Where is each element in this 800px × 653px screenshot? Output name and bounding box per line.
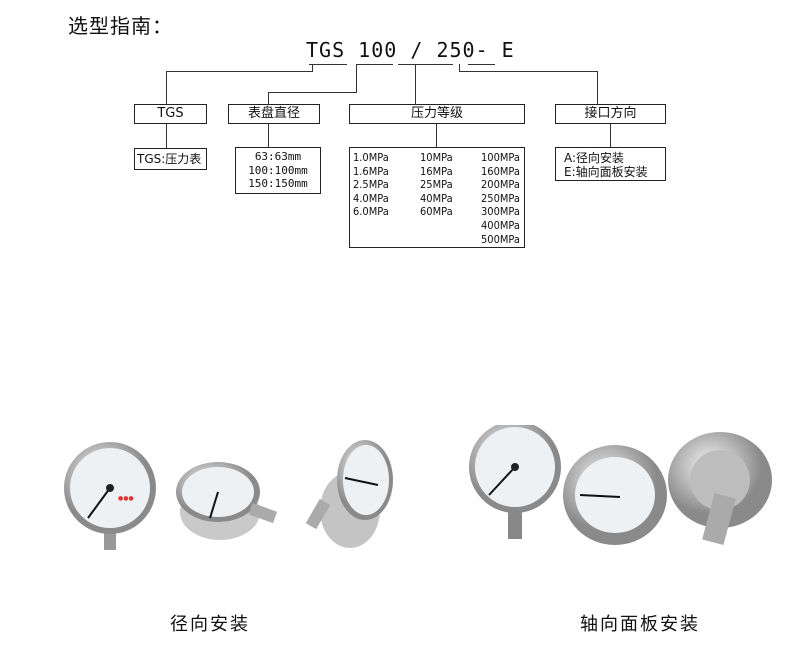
- code-dash: -: [475, 38, 489, 62]
- connector: [436, 124, 437, 148]
- code-slash: /: [410, 38, 424, 62]
- pressure-option: 2.5MPa: [353, 178, 389, 192]
- connector: [166, 71, 167, 104]
- underline: [357, 64, 393, 65]
- header-pressure: 压力等级: [349, 104, 525, 124]
- pressure-column-3: 100MPa 160MPa 200MPa 250MPa 300MPa 400MP…: [481, 151, 520, 246]
- connector: [166, 124, 167, 148]
- model-code: TGS 100 / 250- E: [306, 38, 515, 62]
- connector: [268, 92, 269, 104]
- pressure-column-2: 10MPa 16MPa 25MPa 40MPa 60MPa: [420, 151, 453, 219]
- pressure-option: 500MPa: [481, 232, 520, 246]
- pressure-column-1: 1.0MPa 1.6MPa 2.5MPa 4.0MPa 6.0MPa: [353, 151, 389, 219]
- diameter-option: 63:63mm: [254, 150, 302, 163]
- pressure-option: 60MPa: [420, 205, 453, 219]
- underline: [468, 64, 495, 65]
- connector: [312, 64, 313, 72]
- connector: [268, 92, 357, 93]
- code-connection: E: [501, 38, 515, 62]
- pressure-option: 100MPa: [481, 151, 520, 164]
- type-detail: TGS:压力表: [134, 148, 207, 170]
- caption-axial: 轴向面板安装: [580, 614, 700, 635]
- code-prefix: TGS: [306, 38, 346, 62]
- page-title: 选型指南：: [68, 14, 173, 38]
- connector: [166, 71, 313, 72]
- pressure-detail: 1.0MPa 1.6MPa 2.5MPa 4.0MPa 6.0MPa 10MPa…: [349, 147, 525, 248]
- pressure-option: 6.0MPa: [353, 205, 389, 219]
- diameter-option: 150:150mm: [248, 177, 308, 191]
- connector: [415, 64, 416, 104]
- svg-text:●●●: ●●●: [118, 495, 134, 502]
- pressure-option: 160MPa: [481, 164, 520, 178]
- caption-radial: 径向安装: [170, 614, 250, 635]
- axial-gauges-image: [469, 425, 772, 546]
- connection-option: E:轴向面板安装: [564, 165, 648, 179]
- connector: [597, 71, 598, 104]
- code-diameter: 100: [358, 38, 398, 62]
- diameter-option: 100:100mm: [248, 163, 308, 177]
- header-diameter: 表盘直径: [228, 104, 320, 124]
- pressure-option: 300MPa: [481, 205, 520, 219]
- pressure-option: 10MPa: [420, 151, 453, 164]
- header-type: TGS: [134, 104, 207, 124]
- pressure-option: 4.0MPa: [353, 191, 389, 205]
- connector: [268, 124, 269, 148]
- connector: [356, 64, 357, 93]
- code-pressure: 250: [436, 38, 476, 62]
- radial-gauges-image: ●●●: [64, 440, 393, 550]
- header-connection: 接口方向: [555, 104, 666, 124]
- pressure-option: 1.0MPa: [353, 151, 389, 164]
- underline: [398, 64, 453, 65]
- connector: [459, 64, 460, 72]
- connector: [459, 71, 597, 72]
- pressure-option: 200MPa: [481, 178, 520, 192]
- pressure-option: 25MPa: [420, 178, 453, 192]
- underline: [309, 64, 347, 65]
- connection-option: A:径向安装: [564, 151, 625, 165]
- pressure-option: 1.6MPa: [353, 164, 389, 178]
- pressure-option: 250MPa: [481, 191, 520, 205]
- connector: [610, 124, 611, 148]
- pressure-option: 40MPa: [420, 191, 453, 205]
- pressure-option: 400MPa: [481, 218, 520, 232]
- pressure-option: 16MPa: [420, 164, 453, 178]
